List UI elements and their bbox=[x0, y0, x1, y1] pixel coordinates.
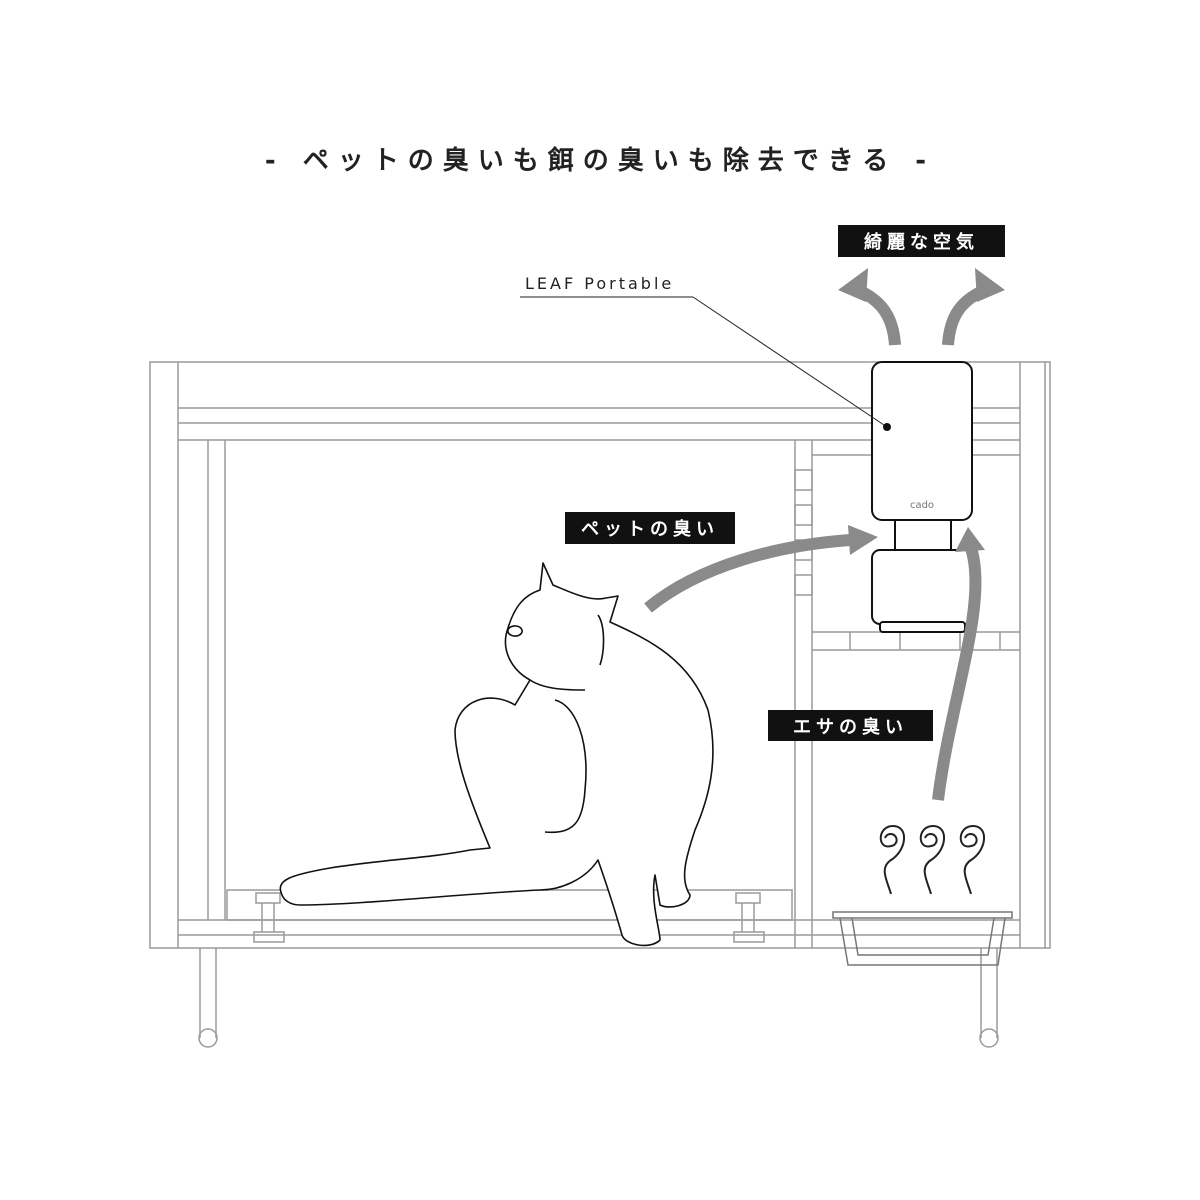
food-bowl bbox=[832, 911, 1013, 966]
legs bbox=[198, 948, 999, 1048]
adjuster-bolts bbox=[253, 892, 765, 943]
odor-squiggle-icon bbox=[879, 824, 985, 895]
product-name-label: LEAF Portable bbox=[525, 274, 675, 293]
pet-odor-label: ペットの臭い bbox=[565, 512, 735, 544]
page-title: - ペットの臭いも餌の臭いも除去できる - bbox=[264, 146, 936, 176]
clean-air-label: 綺麗な空気 bbox=[838, 225, 1005, 257]
food-odor-label: エサの臭い bbox=[768, 710, 933, 741]
product-leader-line bbox=[520, 296, 891, 431]
airflow-arrows bbox=[644, 284, 988, 801]
air-purifier: cado bbox=[871, 361, 973, 633]
cat-illustration bbox=[279, 562, 714, 947]
arrow-heads bbox=[838, 268, 1005, 555]
brand-logo: cado bbox=[910, 500, 934, 511]
shelf-brackets bbox=[794, 469, 1001, 650]
